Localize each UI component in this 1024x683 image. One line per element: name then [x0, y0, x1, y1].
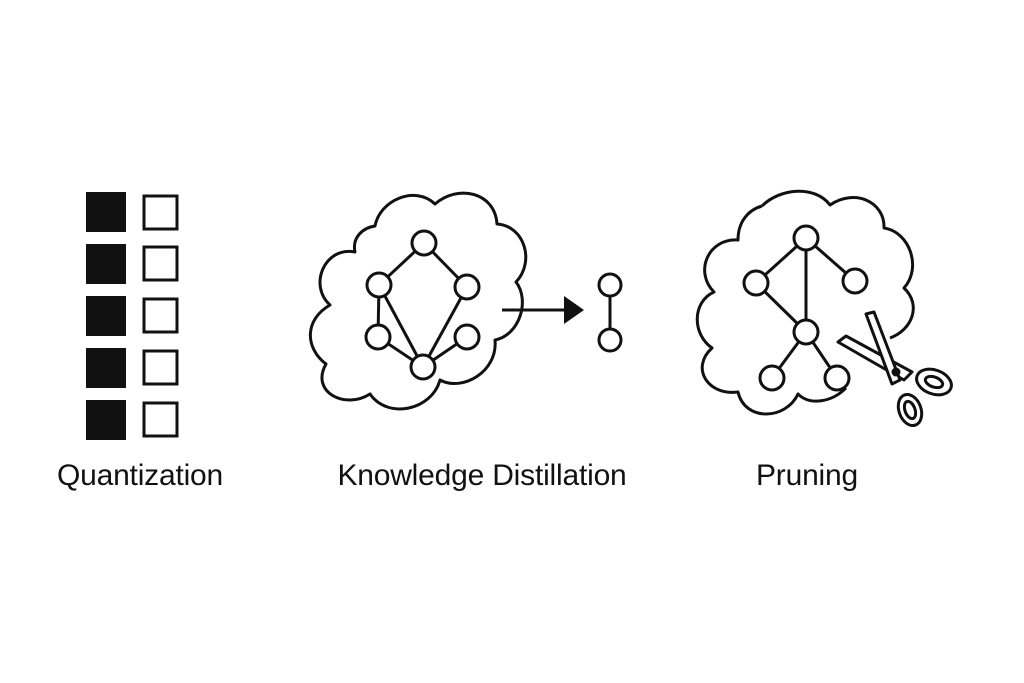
- node: [841, 267, 869, 295]
- edge: [421, 286, 469, 368]
- teacher-network-nodes: [364, 229, 481, 381]
- pruning-label: Pruning: [755, 459, 858, 492]
- scissor-pivot: [891, 367, 901, 377]
- empty-square: [142, 245, 179, 282]
- filled-square: [86, 296, 126, 336]
- node: [792, 224, 820, 252]
- scissor-blade: [864, 310, 902, 386]
- cloud-outline: [308, 191, 528, 411]
- node: [742, 269, 770, 297]
- quantization-bit-grid-icon: [86, 192, 179, 440]
- student-node: [597, 327, 623, 353]
- pruned-network-cloud-icon: [695, 189, 915, 416]
- cloud-outline: [695, 189, 915, 416]
- empty-square: [142, 401, 179, 438]
- filled-square: [86, 244, 126, 284]
- node: [792, 318, 820, 346]
- knowledge-distillation-label: Knowledge Distillation: [337, 459, 627, 492]
- pruned-network-edges: [754, 236, 856, 379]
- node: [453, 273, 481, 301]
- scissor-handle-hole: [923, 374, 945, 390]
- empty-square: [142, 349, 179, 386]
- node: [410, 229, 438, 257]
- teacher-network-cloud-icon: [308, 191, 528, 411]
- empty-squares-column: [142, 194, 179, 438]
- node: [453, 323, 481, 351]
- scissor-handle-hole: [902, 399, 918, 421]
- student-network-icon: [597, 272, 623, 353]
- edge: [377, 284, 425, 368]
- arrow-head: [564, 296, 584, 324]
- pruned-network-nodes: [742, 224, 869, 392]
- node: [364, 323, 392, 351]
- node: [365, 271, 393, 299]
- filled-square: [86, 400, 126, 440]
- quantization-label: Quantization: [56, 459, 224, 492]
- teacher-network-edges: [376, 241, 469, 369]
- filled-squares-column: [86, 192, 126, 440]
- student-node: [597, 272, 623, 298]
- empty-square: [142, 194, 179, 231]
- filled-square: [86, 348, 126, 388]
- filled-square: [86, 192, 126, 232]
- node: [823, 364, 851, 392]
- node: [409, 353, 437, 381]
- empty-square: [142, 297, 179, 334]
- scissors-icon: [836, 310, 953, 427]
- node: [758, 364, 786, 392]
- arrow-right-icon: [502, 296, 584, 324]
